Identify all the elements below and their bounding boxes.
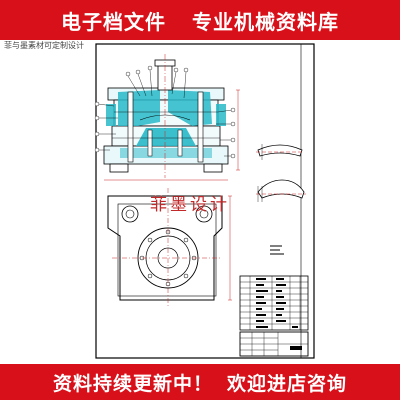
part-detail-upper bbox=[256, 144, 304, 160]
bottom-banner-left-text: 资料持续更新中！ bbox=[52, 372, 213, 395]
part-detail-lower bbox=[256, 179, 306, 202]
top-banner: 电子档文件 专业机械资料库 bbox=[0, 0, 400, 40]
technical-notes bbox=[270, 245, 284, 255]
front-dimensions bbox=[104, 89, 240, 181]
plan-dimensions bbox=[228, 195, 232, 301]
bottom-banner-right-text: 欢迎进店咨询 bbox=[227, 372, 348, 395]
ejector-pin-left bbox=[147, 129, 153, 157]
guide-pillar-left bbox=[127, 91, 134, 163]
watermark-big-text: 菲墨设计 bbox=[150, 195, 230, 215]
hatch-left-side bbox=[106, 104, 116, 126]
part-balloons bbox=[94, 65, 236, 159]
top-banner-right-text: 专业机械资料库 bbox=[192, 9, 339, 34]
ejector-pin-right bbox=[177, 129, 183, 157]
plan-hole-top-left bbox=[121, 205, 139, 223]
left-foot bbox=[109, 163, 129, 173]
plan-view bbox=[107, 188, 232, 306]
plan-center-lines bbox=[112, 188, 222, 306]
sheet-border bbox=[95, 43, 315, 359]
table-cell-marks bbox=[256, 278, 298, 328]
hatch-center-punch bbox=[136, 128, 196, 146]
hatch-right-side bbox=[216, 104, 226, 126]
parts-list-table bbox=[239, 275, 309, 331]
right-foot bbox=[203, 163, 223, 173]
top-banner-left-text: 电子档文件 bbox=[61, 9, 166, 34]
guide-pillar-right bbox=[197, 91, 204, 163]
hatch-base bbox=[120, 148, 212, 158]
title-block-name-mark bbox=[290, 346, 302, 350]
plan-inner-block bbox=[117, 203, 217, 297]
front-section-view bbox=[94, 54, 240, 181]
title-block bbox=[239, 331, 309, 357]
leader-lines bbox=[97, 69, 233, 157]
watermark-small-text: 菲与墨素材可定制设计 bbox=[2, 40, 86, 51]
plan-hole-top-right bbox=[195, 205, 213, 223]
hatch-left-upper bbox=[118, 90, 160, 126]
bottom-banner: 资料持续更新中！ 欢迎进店咨询 bbox=[0, 364, 400, 400]
